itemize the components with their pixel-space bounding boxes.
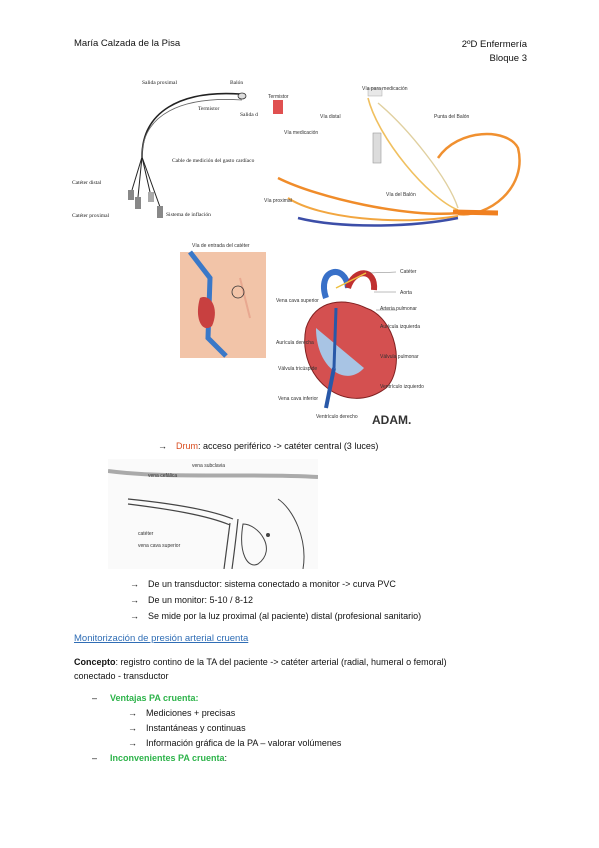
fig1-label: Catéter proximal bbox=[72, 213, 110, 219]
fig5-label: vena subclavia bbox=[192, 463, 225, 469]
catheter-diagram: Salida proximal Balón Termistor Salida d… bbox=[72, 80, 268, 219]
arrow-icon: → bbox=[128, 738, 137, 748]
fig1-label: Balón bbox=[230, 80, 243, 86]
catheter-photo: Termistor Vía distal Vía para medicación… bbox=[258, 78, 536, 236]
fig2-label: Punta del Balón bbox=[434, 114, 470, 120]
bullet-text: De un monitor: 5-10 / 8-12 bbox=[148, 595, 254, 605]
fig4-label: Arteria pulmonar bbox=[380, 306, 417, 312]
fig2-label: Vía distal bbox=[320, 114, 341, 120]
course-label: 2ºD Enfermería bbox=[461, 39, 527, 50]
arrow-icon: → bbox=[130, 579, 139, 589]
fig1-label: Salida distal bbox=[240, 112, 268, 118]
concept-line: Concepto: registro contino de la TA del … bbox=[74, 657, 447, 667]
fig5-label: catéter bbox=[138, 531, 154, 537]
fig4-label: Aurícula izquierda bbox=[380, 324, 420, 330]
fig4-label: Aurícula derecha bbox=[276, 340, 314, 346]
concept-text: : registro contino de la TA del paciente… bbox=[115, 657, 447, 667]
inconvenientes-colon: : bbox=[224, 753, 228, 763]
ventaja-text: Instantáneas y continuas bbox=[146, 723, 246, 733]
fig3-label: Vía de entrada del catéter bbox=[192, 243, 250, 249]
catheter-entry-illustration: Vía de entrada del catéter bbox=[180, 243, 266, 358]
inconvenientes-title: Inconvenientes PA cruenta bbox=[110, 753, 225, 763]
arrow-icon: → bbox=[130, 611, 139, 621]
ventajas-heading: – Ventajas PA cruenta: bbox=[92, 693, 199, 703]
fig2-label: Termistor bbox=[268, 94, 289, 100]
fig1-label: Termistor bbox=[198, 106, 219, 112]
arrow-icon: → bbox=[128, 723, 137, 733]
list-item: → Mediciones + precisas bbox=[128, 708, 235, 718]
fig5-label: vena cefálica bbox=[148, 473, 177, 479]
drum-line: → Drum: acceso periférico -> catéter cent… bbox=[158, 441, 378, 451]
drum-text: : acceso periférico -> catéter central (… bbox=[198, 441, 379, 451]
fig5-label: vena cava superior bbox=[138, 543, 181, 549]
list-item: → Información gráfica de la PA – valorar … bbox=[128, 738, 341, 748]
arrow-icon: → bbox=[128, 708, 137, 718]
fig2-label: Vía medicación bbox=[284, 130, 318, 136]
concept-line-2: conectado - transductor bbox=[74, 671, 169, 681]
fig1-label: Catéter distal bbox=[72, 180, 102, 186]
ventaja-text: Información gráfica de la PA – valorar v… bbox=[146, 738, 342, 748]
drum-keyword: Drum bbox=[176, 441, 198, 451]
fig1-label: Salida proximal bbox=[142, 80, 177, 86]
dash-icon: – bbox=[92, 693, 98, 703]
inconvenientes-heading: – Inconvenientes PA cruenta: bbox=[92, 753, 227, 763]
block-label: Bloque 3 bbox=[489, 53, 527, 64]
list-item: → Se mide por la luz proximal (al pacient… bbox=[130, 611, 421, 621]
fig4-label: Ventrículo derecho bbox=[316, 414, 358, 420]
fig1-label: Sistema de inflación bbox=[166, 211, 211, 218]
header-right: 2ºD Enfermería Bloque 3 bbox=[462, 38, 527, 66]
list-item: → De un monitor: 5-10 / 8-12 bbox=[130, 595, 253, 605]
fig1-label: Cable de medición del gasto cardíaco bbox=[172, 158, 255, 164]
subclavian-sketch: vena subclavia vena cefálica catéter ven… bbox=[108, 459, 318, 569]
ventajas-colon: : bbox=[195, 693, 199, 703]
fig4-label: Válvula tricúspide bbox=[278, 366, 317, 372]
bullet-text: De un transductor: sistema conectado a m… bbox=[148, 579, 396, 589]
arrow-icon: → bbox=[130, 595, 139, 605]
section-heading: Monitorización de presión arterial cruen… bbox=[74, 633, 249, 644]
arrow-icon: → bbox=[158, 441, 167, 451]
fig4-label: Válvula pulmonar bbox=[380, 354, 419, 360]
ventajas-title: Ventajas PA cruenta bbox=[110, 693, 196, 703]
fig4-label: Ventrículo izquierdo bbox=[380, 384, 424, 390]
ventaja-text: Mediciones + precisas bbox=[146, 708, 236, 718]
author-name: María Calzada de la Pisa bbox=[74, 38, 181, 49]
concept-label: Concepto bbox=[74, 657, 116, 667]
fig2-label: Vía proximal bbox=[264, 198, 292, 204]
heart-diagram: Catéter Aorta Arteria pulmonar Aurícula … bbox=[276, 269, 424, 427]
list-item: → Instantáneas y continuas bbox=[128, 723, 246, 733]
fig4-label: Catéter bbox=[400, 269, 417, 275]
bullet-text: Se mide por la luz proximal (al paciente… bbox=[148, 611, 422, 621]
fig4-label: Vena cava inferior bbox=[278, 396, 318, 402]
fig4-label: Vena cava superior bbox=[276, 298, 319, 304]
list-item: → De un transductor: sistema conectado a … bbox=[130, 579, 396, 589]
fig2-label: Vía del Balón bbox=[386, 192, 416, 198]
dash-icon: – bbox=[92, 753, 98, 763]
fig4-label: Aorta bbox=[400, 290, 412, 296]
adam-logo: ADAM. bbox=[372, 413, 411, 427]
fig2-label: Vía para medicación bbox=[362, 86, 408, 92]
